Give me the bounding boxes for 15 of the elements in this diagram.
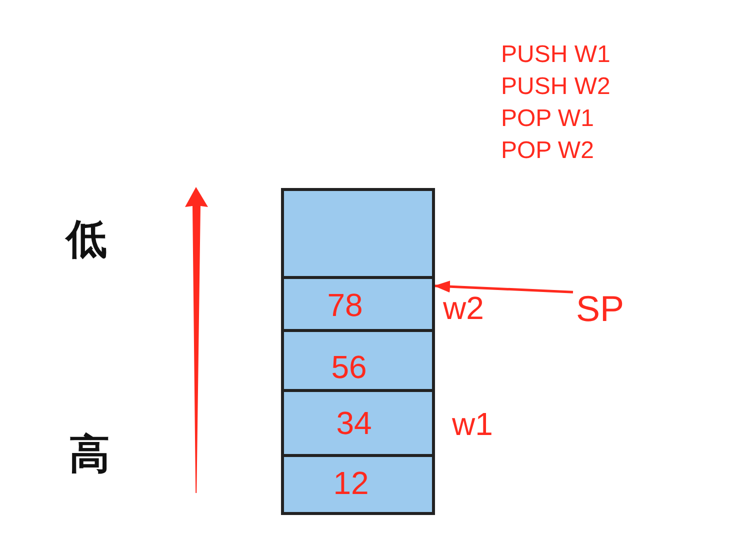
instruction-text: POP W2 <box>501 139 594 163</box>
pointer-label: SP <box>576 291 624 327</box>
pointer-arrow <box>434 280 574 294</box>
address-label: 高 <box>69 434 110 475</box>
cell-value: 34 <box>336 407 372 439</box>
stack-box <box>281 188 435 515</box>
register-label: w2 <box>443 292 484 324</box>
instruction-text: PUSH W1 <box>501 43 610 67</box>
register-label: w1 <box>452 408 493 440</box>
instruction-text: PUSH W2 <box>501 75 610 99</box>
instruction-text: POP W1 <box>501 107 594 131</box>
cell-value: 78 <box>327 289 363 321</box>
cell-value: 56 <box>331 350 367 382</box>
address-label: 低 <box>66 219 107 260</box>
cell-value: 12 <box>333 466 369 498</box>
